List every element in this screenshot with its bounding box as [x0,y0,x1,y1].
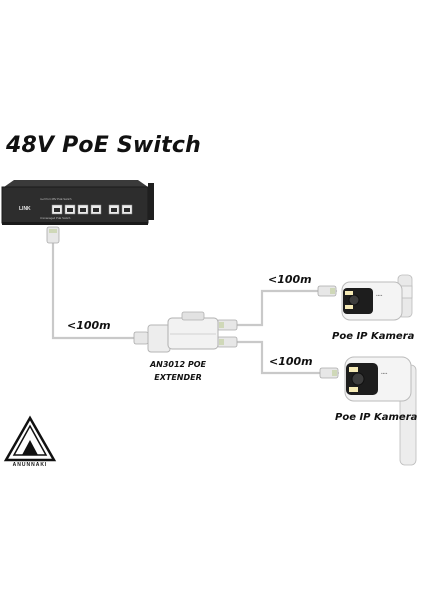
svg-text:●●●●: ●●●● [376,294,383,297]
distance-label-camera-2: <100m [269,355,313,368]
page-title: 48V PoE Switch [6,133,201,158]
cable-extender-to-camera-2 [234,340,340,375]
distance-label-switch: <100m [67,319,111,332]
switch-brand: LINK [19,206,31,212]
rj45-plug-ext-in [133,331,149,345]
cables [51,240,340,375]
rj45-plug-camera-2 [319,367,339,379]
rj45-plug-ext-out-1 [216,319,238,331]
camera-label-1: Poe IP Kamera [332,331,415,342]
poe-extender-device [147,311,219,353]
extender-label: AN3012 POE EXTENDER [138,358,218,384]
distance-label-camera-1: <100m [268,273,312,286]
switch-panel-text-1: 4+2 Port 48V PoE Switch [40,197,72,201]
logo-text: ANUNNAKI [13,462,48,468]
rj45-plug-ext-out-2 [216,336,238,348]
camera-label-2: Poe IP Kamera [335,412,418,423]
poe-switch-device: LINK 4+2 Port 48V PoE Switch Unmanaged P… [1,180,154,225]
ip-camera-1: ●●●● [341,274,413,321]
cable-switch-to-extender [51,240,150,340]
switch-panel-text-2: Unmanaged PoE Switch [40,216,71,220]
rj45-connectors [46,226,339,379]
rj45-plug-camera-1 [317,285,337,297]
svg-text:●●●●: ●●●● [381,372,388,375]
extender-label-line-2: EXTENDER [154,373,202,382]
rj45-plug-switch [46,226,60,244]
extender-label-line-1: AN3012 POE [149,360,207,369]
cable-extender-to-camera-1 [234,289,338,327]
ip-camera-2: ●●●● [344,356,417,466]
anunnaki-logo: ANUNNAKI [3,415,57,468]
